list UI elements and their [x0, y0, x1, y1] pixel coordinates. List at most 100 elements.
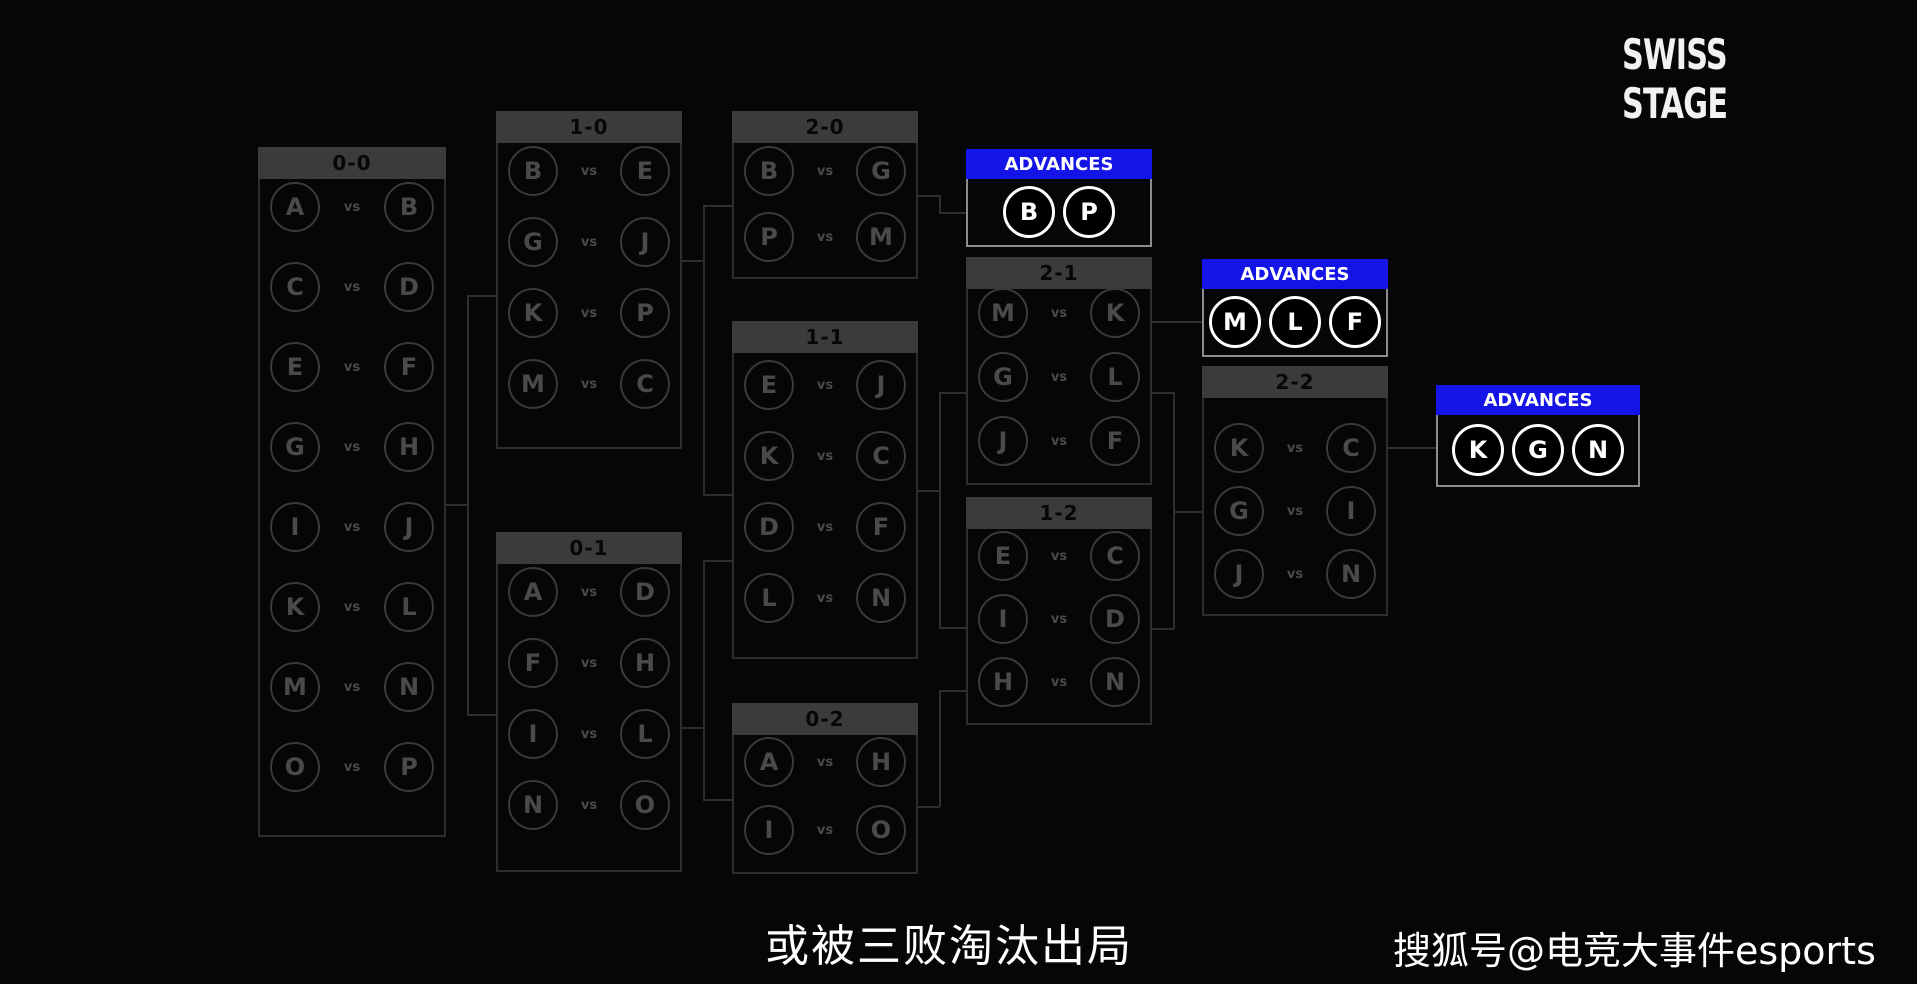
vs-label: vs: [343, 279, 361, 295]
subtitle-caption: 或被三败淘汰出局: [765, 921, 1133, 972]
bracket-connector: [703, 205, 705, 495]
team-badge: P: [620, 288, 670, 338]
team-badge: C: [620, 359, 670, 409]
advances-header: ADVANCES: [1202, 259, 1388, 289]
team-badge: M: [856, 212, 906, 262]
round-record-header: 0-0: [258, 147, 446, 179]
round-record-header: 2-2: [1202, 366, 1388, 398]
round-record-header: 0-1: [496, 532, 682, 564]
team-badge: D: [1090, 594, 1140, 644]
advanced-team-badge: L: [1269, 296, 1321, 348]
vs-label: vs: [1050, 674, 1068, 690]
bracket-connector: [939, 690, 941, 807]
team-badge: O: [856, 805, 906, 855]
team-badge: A: [508, 567, 558, 617]
vs-label: vs: [1286, 440, 1304, 456]
team-badge: G: [270, 422, 320, 472]
bracket-connector: [682, 727, 704, 729]
bracket-connector: [939, 690, 966, 692]
round-block-body: [258, 179, 446, 837]
bracket-connector: [467, 295, 496, 297]
team-badge: P: [744, 212, 794, 262]
advances-header: ADVANCES: [1436, 385, 1640, 415]
team-badge: E: [270, 342, 320, 392]
bracket-connector: [939, 212, 966, 214]
vs-label: vs: [580, 234, 598, 250]
advances-header: ADVANCES: [966, 149, 1152, 179]
team-badge: K: [744, 431, 794, 481]
vs-label: vs: [580, 655, 598, 671]
advanced-team-badge: G: [1512, 424, 1564, 476]
bracket-connector: [703, 560, 705, 800]
bracket-connector: [1173, 392, 1175, 512]
team-badge: B: [384, 182, 434, 232]
bracket-connector: [682, 260, 704, 262]
team-badge: I: [270, 502, 320, 552]
bracket-connector: [1173, 511, 1202, 513]
vs-label: vs: [580, 584, 598, 600]
team-badge: D: [744, 502, 794, 552]
vs-label: vs: [343, 679, 361, 695]
vs-label: vs: [1050, 548, 1068, 564]
vs-label: vs: [816, 519, 834, 535]
bracket-connector: [939, 392, 941, 628]
team-badge: H: [978, 657, 1028, 707]
team-badge: N: [1090, 657, 1140, 707]
team-badge: C: [270, 262, 320, 312]
team-badge: D: [620, 567, 670, 617]
stage-title: SWISS STAGE: [1622, 30, 1728, 128]
bracket-connector: [918, 490, 940, 492]
vs-label: vs: [816, 822, 834, 838]
vs-label: vs: [580, 726, 598, 742]
round-record-header: 1-0: [496, 111, 682, 143]
advanced-team-badge: K: [1452, 424, 1504, 476]
team-badge: A: [270, 182, 320, 232]
team-badge: P: [384, 742, 434, 792]
advanced-team-badge: P: [1063, 186, 1115, 238]
team-badge: M: [270, 662, 320, 712]
team-badge: J: [978, 416, 1028, 466]
team-badge: H: [620, 638, 670, 688]
vs-label: vs: [580, 376, 598, 392]
bracket-connector: [467, 714, 496, 716]
